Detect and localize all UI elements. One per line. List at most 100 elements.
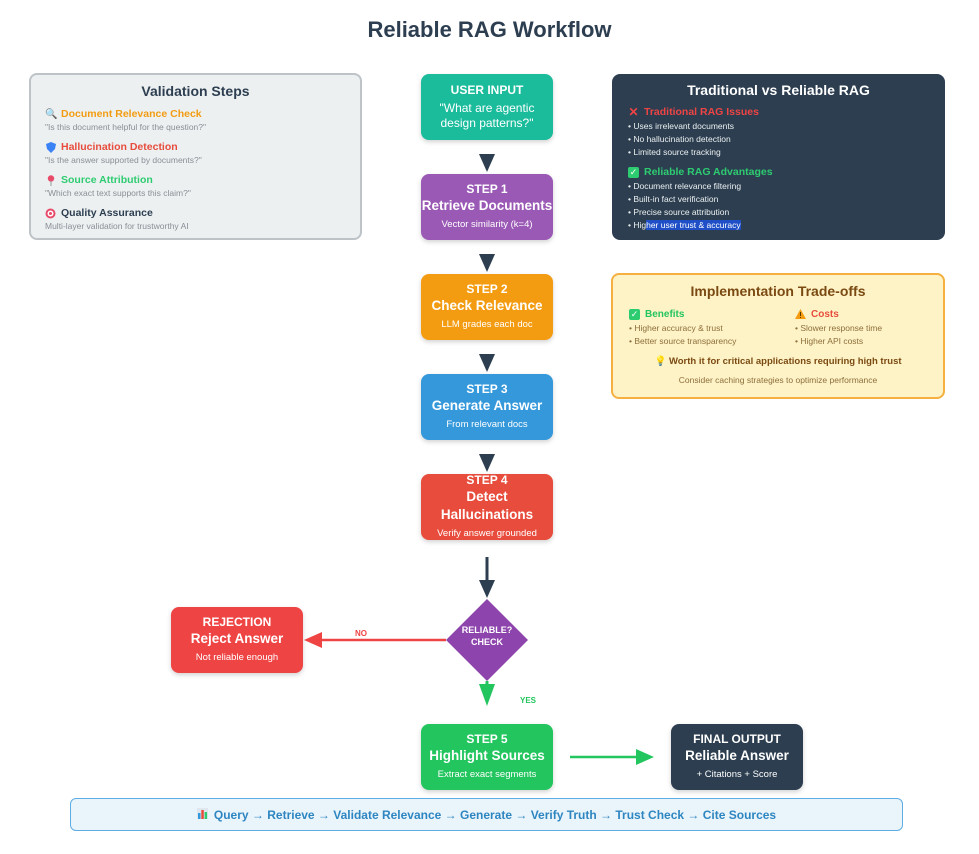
validation-item: Hallucination Detection "Is the answer s…	[45, 141, 346, 165]
reliable-heading: Reliable RAG Advantages	[644, 166, 773, 178]
list-item: • Document relevance filtering	[628, 181, 742, 191]
user-query: "What are agentic design patterns?"	[439, 101, 535, 130]
verdict-row: 💡 Worth it for critical applications req…	[613, 356, 943, 367]
rejection-node[interactable]: REJECTION Reject Answer Not reliable eno…	[171, 607, 303, 673]
step-title: Generate Answer	[431, 398, 543, 413]
magnifier-icon: 🔍	[45, 108, 58, 120]
list-item: • Uses irrelevant documents	[628, 121, 734, 131]
reliable-heading-row: ✓ Reliable RAG Advantages	[628, 166, 929, 178]
step-number: STEP 4	[466, 473, 508, 487]
verdict-text: Worth it for critical applications requi…	[668, 356, 902, 367]
step-title: Reject Answer	[190, 631, 284, 646]
validation-heading: Hallucination Detection	[61, 141, 178, 153]
arrow-input-step1	[479, 154, 495, 172]
list-item: • Higher user trust & accuracy	[628, 219, 929, 232]
cross-icon: ✕	[628, 104, 639, 119]
shield-icon	[45, 141, 56, 153]
validation-heading: Quality Assurance	[61, 207, 153, 219]
step-title: Retrieve Documents	[421, 198, 553, 213]
validation-sub: Multi-layer validation for trustworthy A…	[45, 221, 189, 231]
pipeline-summary-text: Query → Retrieve → Validate Relevance → …	[213, 807, 777, 822]
validation-steps-panel: Validation Steps 🔍 Document Relevance Ch…	[29, 73, 362, 240]
step-desc: + Citations + Score	[696, 769, 778, 780]
step-title: Highlight Sources	[429, 748, 545, 763]
lightbulb-icon: 💡	[654, 356, 667, 367]
step3-node[interactable]: STEP 3 Generate Answer From relevant doc…	[421, 374, 553, 440]
step-desc: Not reliable enough	[195, 652, 279, 663]
validation-sub: "Is the answer supported by documents?"	[45, 155, 202, 165]
panel-title: Validation Steps	[141, 83, 250, 99]
validation-item: Quality Assurance Multi-layer validation…	[45, 207, 346, 231]
step-number: STEP 2	[466, 282, 508, 296]
list-item: • No hallucination detection	[628, 134, 731, 144]
target-icon	[45, 208, 56, 219]
decision-line2: CHECK	[470, 637, 503, 647]
step-desc: Extract exact segments	[437, 769, 537, 780]
validation-heading: Document Relevance Check	[61, 108, 202, 120]
check-icon: ✓	[628, 166, 639, 178]
step-title: Check Relevance	[431, 298, 543, 313]
costs-heading: Costs	[811, 309, 839, 320]
step-number: FINAL OUTPUT	[693, 732, 781, 746]
list-item: • Higher accuracy & trust	[629, 323, 723, 333]
arrow-step1-step2	[479, 254, 495, 272]
list-item: • Built-in fact verification	[628, 194, 719, 204]
benefits-column: ✓ Benefits • Higher accuracy & trust • B…	[629, 309, 779, 348]
check-icon: ✓	[629, 309, 640, 320]
tradeoffs-panel: Implementation Trade-offs ✓ Benefits • H…	[611, 273, 945, 399]
tradeoffs-note: Consider caching strategies to optimize …	[678, 375, 878, 385]
validation-item: Source Attribution "Which exact text sup…	[45, 174, 346, 198]
bar-chart-icon	[196, 807, 208, 822]
step1-node[interactable]: STEP 1 Retrieve Documents Vector similar…	[421, 174, 553, 240]
benefits-heading: Benefits	[645, 309, 685, 320]
list-item: • Better source transparency	[629, 336, 737, 346]
arrow-decision-step5	[479, 681, 495, 706]
validation-sub: "Which exact text supports this claim?"	[45, 188, 191, 198]
costs-column: Costs • Slower response time • Higher AP…	[795, 309, 945, 348]
list-item: • Higher API costs	[795, 336, 864, 346]
list-item: • Precise source attribution	[628, 207, 730, 217]
arrow-step5-final	[570, 749, 654, 765]
step-title: Detect Hallucinations	[440, 489, 534, 522]
validation-sub: "Is this document helpful for the questi…	[45, 122, 207, 132]
arrow-step3-step4	[479, 454, 495, 472]
traditional-heading-row: ✕ Traditional RAG Issues	[628, 104, 929, 119]
page-title: Reliable RAG Workflow	[367, 17, 612, 42]
step-desc: Vector similarity (k=4)	[441, 219, 533, 230]
step2-node[interactable]: STEP 2 Check Relevance LLM grades each d…	[421, 274, 553, 340]
step-number: STEP 1	[466, 182, 508, 196]
pipeline-summary-bar: Query → Retrieve → Validate Relevance → …	[70, 798, 903, 831]
step-number: STEP 5	[466, 732, 508, 746]
step4-node[interactable]: STEP 4 Detect Hallucinations Verify answ…	[421, 473, 553, 540]
text-selection-highlight[interactable]: her user trust & accuracy	[646, 220, 741, 230]
list-item: • Slower response time	[795, 323, 883, 333]
step-number: REJECTION	[202, 615, 272, 629]
step-desc: From relevant docs	[446, 419, 528, 430]
step-desc: LLM grades each doc	[441, 319, 533, 330]
comparison-panel: Traditional vs Reliable RAG ✕ Traditiona…	[612, 74, 945, 240]
final-output-node[interactable]: FINAL OUTPUT Reliable Answer + Citations…	[671, 724, 803, 790]
reliable-list: • Document relevance filtering • Built-i…	[628, 180, 929, 232]
decision-label: RELIABLE? CHECK	[446, 624, 528, 648]
warning-icon	[795, 309, 806, 320]
step-title: Reliable Answer	[685, 748, 789, 763]
step-number: STEP 3	[466, 382, 508, 396]
decision-diamond	[446, 599, 528, 681]
user-input-node[interactable]: USER INPUT "What are agentic design patt…	[421, 74, 553, 140]
node-label: USER INPUT	[450, 83, 524, 97]
traditional-heading: Traditional RAG Issues	[644, 106, 759, 118]
arrow-decision-rejection	[304, 632, 446, 648]
step5-node[interactable]: STEP 5 Highlight Sources Extract exact s…	[421, 724, 553, 790]
no-label: NO	[355, 629, 367, 638]
list-item: • Limited source tracking	[628, 147, 721, 157]
list-item-prefix: • Hig	[628, 220, 647, 230]
validation-heading: Source Attribution	[61, 174, 153, 186]
traditional-list: • Uses irrelevant documents • No halluci…	[628, 120, 929, 159]
arrow-step2-step3	[479, 354, 495, 372]
validation-item: 🔍 Document Relevance Check "Is this docu…	[45, 108, 346, 132]
arrow-step4-decision	[479, 557, 495, 598]
yes-label: YES	[520, 696, 537, 705]
step-desc: Verify answer grounded	[437, 528, 537, 539]
panel-title: Traditional vs Reliable RAG	[687, 82, 870, 98]
